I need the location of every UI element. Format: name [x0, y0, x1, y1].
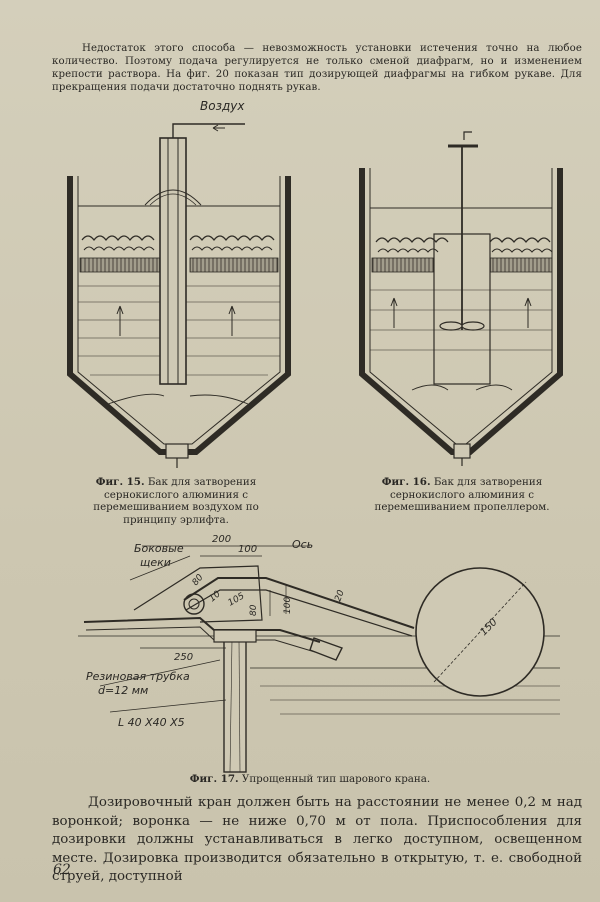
fig17-drawing [78, 545, 560, 773]
top-paragraph: Недостаток этого способа — невозможность… [52, 43, 582, 93]
fig16-caption: Фиг. 16. Бак для затворения сернокислого… [356, 476, 568, 514]
fig17-caption-text: Упрощенный тип шарового крана. [241, 773, 431, 785]
fig17-dim-20: 20 [333, 589, 346, 603]
fig17-caption: Фиг. 17. Упрощенный тип шарового крана. [100, 773, 520, 786]
fig17-dim-80a: 80 [191, 573, 206, 588]
fig15-tank [67, 123, 291, 468]
fig17-caption-number: Фиг. 17. [189, 773, 239, 785]
fig17-dim-200: 200 [212, 534, 231, 545]
fig17-dim-100b: 100 [283, 597, 293, 614]
fig15-caption-number: Фиг. 15. [95, 476, 145, 488]
fig17-dim-100a: 100 [238, 544, 257, 555]
fig17-axis-label: Ось [292, 538, 313, 551]
fig16-caption-number: Фиг. 16. [381, 476, 431, 488]
fig16-caption-text: Бак для затворения сернокислого алюминия… [374, 476, 550, 513]
fig15-air-label: Воздух [200, 99, 245, 113]
fig17-tube-label-2: d=12 мм [98, 684, 148, 697]
fig15-caption: Фиг. 15. Бак для затворения сернокислого… [66, 476, 286, 526]
fig16-tank [359, 131, 563, 466]
fig17-dim-250: 250 [174, 652, 193, 663]
fig15-caption-text: Бак для затворения сернокислого алюминия… [93, 476, 259, 526]
fig17-cheeks-label-2: щеки [140, 556, 171, 569]
page-number: 62 [53, 862, 71, 878]
fig17-dim-80b: 80 [249, 604, 259, 616]
fig17-angle-label: L 40 X40 X5 [118, 716, 185, 729]
fig17-dim-10: 10 [208, 589, 223, 604]
fig17-tube-label-1: Резиновая трубка [86, 670, 190, 683]
fig17-cheeks-label-1: Боковые [134, 542, 184, 555]
bottom-paragraph: Дозировочный кран должен быть на расстоя… [52, 795, 582, 885]
fig17-dim-105: 105 [227, 591, 247, 608]
